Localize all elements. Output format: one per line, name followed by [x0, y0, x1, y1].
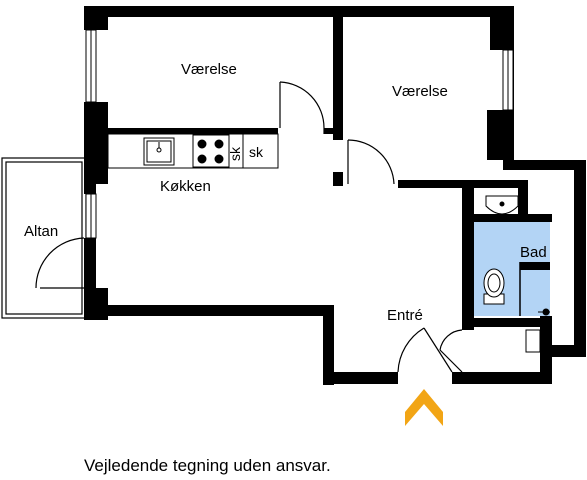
- room-label-bad: Bad: [520, 244, 547, 261]
- caption: Vejledende tegning uden ansvar.: [84, 456, 331, 475]
- entry-arrow-icon: [405, 389, 443, 426]
- windows: [85, 29, 514, 239]
- doors: [35, 81, 463, 373]
- shower-icon: [538, 308, 550, 316]
- floor-plan: Værelse Værelse Køkken Altan Bad Entré s…: [1, 6, 586, 426]
- fixture-label-sk-left: sk: [227, 146, 243, 161]
- washbasin-icon: [485, 195, 519, 215]
- closet-fixture: [525, 329, 541, 353]
- stove-icon: [192, 134, 230, 168]
- room-label-entre: Entré: [387, 307, 423, 324]
- room-label-vaerelse-right: Værelse: [392, 83, 448, 100]
- room-label-altan: Altan: [24, 223, 58, 240]
- toilet-icon: [483, 268, 505, 305]
- sink-icon: [143, 137, 175, 166]
- kitchen-counter: [107, 133, 279, 169]
- room-label-vaerelse-left: Værelse: [181, 61, 237, 78]
- bathroom-shower-floor: [520, 270, 550, 316]
- fixture-label-sk-right: sk: [249, 144, 264, 160]
- room-label-koekken: Køkken: [160, 178, 211, 195]
- bathroom-fixtures: [483, 195, 550, 316]
